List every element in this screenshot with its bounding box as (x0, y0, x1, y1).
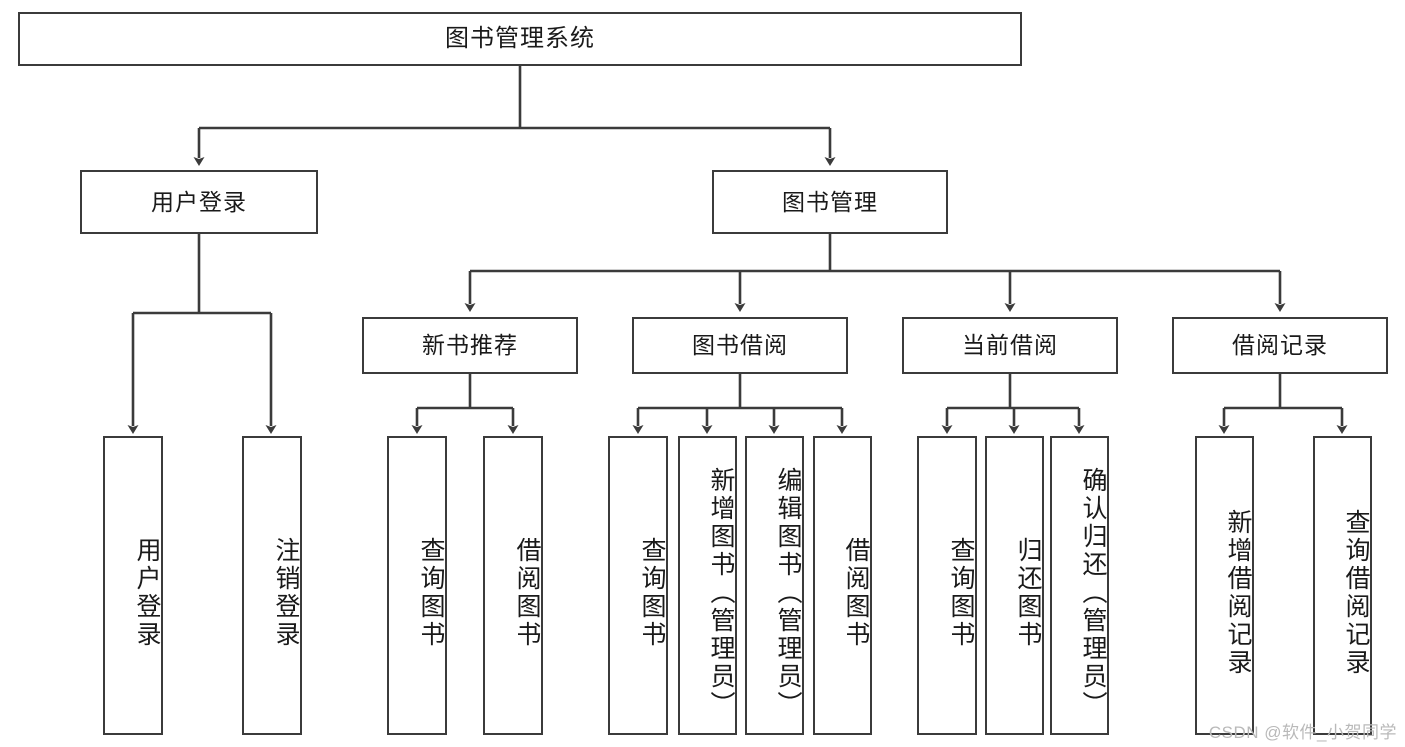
watermark: CSDN @软件_小贺同学 (1208, 723, 1397, 742)
node-label: 借阅记录 (1232, 332, 1328, 359)
leaf-borrow-book-borrow[interactable]: 借阅图书 (813, 436, 872, 735)
node-label: 归还图书 (1014, 536, 1042, 649)
node-label: 新增图书（管理员） (707, 466, 735, 719)
leaf-add-book-admin[interactable]: 新增图书（管理员） (678, 436, 737, 735)
node-label: 图书管理 (782, 188, 878, 215)
node-label: 当前借阅 (962, 332, 1058, 359)
user-login-to-leaf-connectors (127, 234, 277, 434)
node-label: 查询图书 (947, 536, 975, 649)
node-label: 注销登录 (272, 536, 300, 649)
leaf-user-login[interactable]: 用户登录 (103, 436, 163, 735)
book-management-to-level3-connectors (464, 234, 1286, 312)
book-borrow-to-leaf-connectors (632, 374, 848, 434)
node-user-login[interactable]: 用户登录 (80, 170, 318, 234)
node-label: 确认归还（管理员） (1079, 466, 1107, 719)
node-current-borrow[interactable]: 当前借阅 (902, 317, 1118, 374)
node-label: 借阅图书 (842, 536, 870, 649)
node-book-management[interactable]: 图书管理 (712, 170, 948, 234)
node-label: 新增借阅记录 (1224, 508, 1252, 677)
leaf-query-book-recommend[interactable]: 查询图书 (387, 436, 447, 735)
leaf-query-book-borrow[interactable]: 查询图书 (608, 436, 668, 735)
node-label: 用户登录 (133, 536, 161, 649)
borrow-record-to-leaf-connectors (1218, 374, 1348, 434)
leaf-query-borrow-record[interactable]: 查询借阅记录 (1313, 436, 1372, 735)
node-borrow-record[interactable]: 借阅记录 (1172, 317, 1388, 374)
node-label: 查询图书 (638, 536, 666, 649)
leaf-confirm-return-admin[interactable]: 确认归还（管理员） (1050, 436, 1109, 735)
new-book-recommend-to-leaf-connectors (411, 374, 519, 434)
node-book-borrow[interactable]: 图书借阅 (632, 317, 848, 374)
leaf-add-borrow-record[interactable]: 新增借阅记录 (1195, 436, 1254, 735)
root-to-level2-connectors (193, 66, 836, 166)
leaf-borrow-book-recommend[interactable]: 借阅图书 (483, 436, 543, 735)
node-root-system[interactable]: 图书管理系统 (18, 12, 1022, 66)
leaf-return-book[interactable]: 归还图书 (985, 436, 1044, 735)
current-borrow-to-leaf-connectors (941, 374, 1085, 434)
leaf-edit-book-admin[interactable]: 编辑图书（管理员） (745, 436, 804, 735)
node-label: 新书推荐 (422, 332, 518, 359)
leaf-logout-login[interactable]: 注销登录 (242, 436, 302, 735)
node-label: 图书管理系统 (445, 25, 595, 53)
leaf-query-book-current[interactable]: 查询图书 (917, 436, 977, 735)
node-label: 查询借阅记录 (1342, 508, 1370, 677)
node-label: 查询图书 (417, 536, 445, 649)
node-label: 借阅图书 (513, 536, 541, 649)
node-label: 编辑图书（管理员） (774, 466, 802, 719)
node-label: 图书借阅 (692, 332, 788, 359)
node-label: 用户登录 (151, 188, 247, 215)
node-new-book-recommend[interactable]: 新书推荐 (362, 317, 578, 374)
